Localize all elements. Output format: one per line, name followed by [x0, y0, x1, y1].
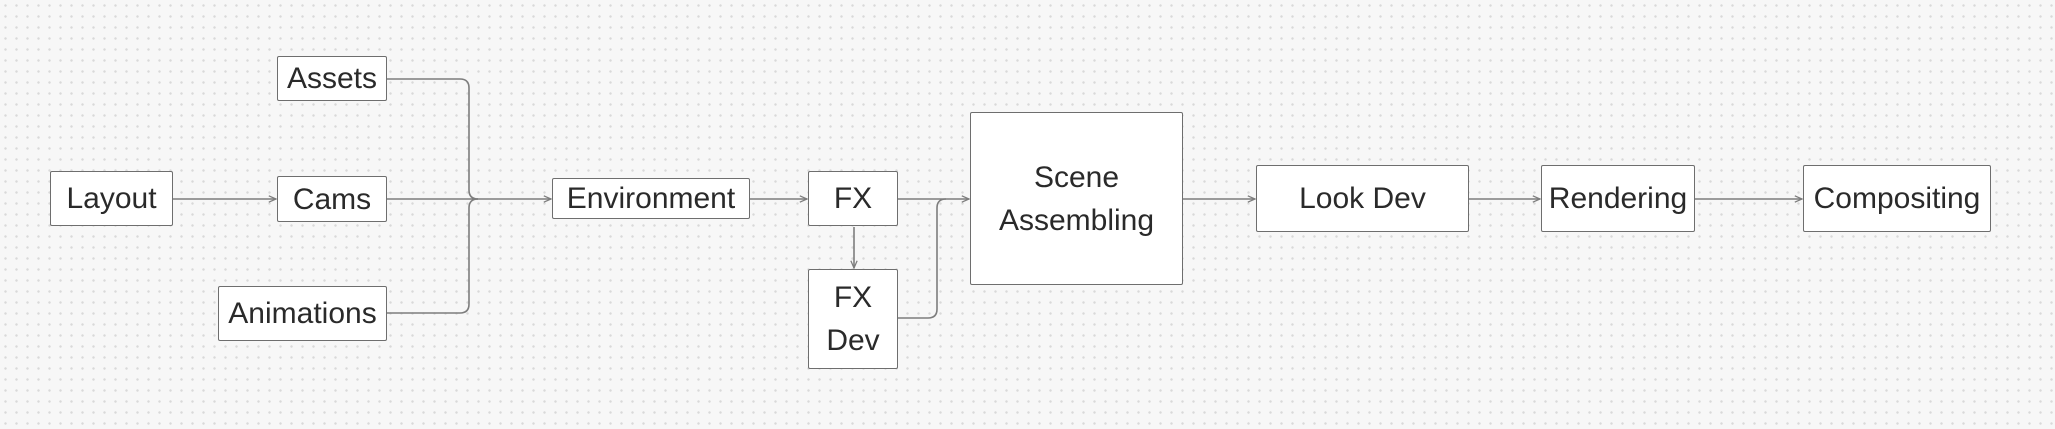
node-compositing-label: Compositing [1813, 182, 1981, 215]
edge-assets-to-environment [387, 78, 479, 200]
node-animations[interactable]: Animations [218, 286, 387, 341]
node-layout[interactable]: Layout [50, 171, 173, 226]
node-look-dev[interactable]: Look Dev [1256, 165, 1469, 232]
node-assets-label: Assets [286, 62, 378, 95]
node-scene-assembling[interactable]: Scene Assembling [970, 112, 1183, 285]
node-cams-label: Cams [292, 182, 372, 216]
node-look-dev-label: Look Dev [1299, 182, 1426, 215]
node-assets[interactable]: Assets [277, 56, 387, 101]
node-fx-dev[interactable]: FX Dev [808, 269, 898, 369]
node-environment[interactable]: Environment [552, 178, 750, 219]
node-fx[interactable]: FX [808, 171, 898, 226]
node-cams[interactable]: Cams [277, 176, 387, 222]
edge-animations-to-environment [387, 198, 479, 314]
node-animations-label: Animations [228, 297, 377, 330]
node-environment-label: Environment [566, 182, 736, 215]
node-fx-dev-label: FX Dev [826, 281, 880, 357]
node-rendering-label: Rendering [1548, 182, 1688, 215]
edge-fxdev-to-scene [898, 198, 947, 319]
node-compositing[interactable]: Compositing [1803, 165, 1991, 232]
node-fx-label: FX [833, 182, 873, 215]
node-rendering[interactable]: Rendering [1541, 165, 1695, 232]
node-layout-label: Layout [66, 182, 157, 215]
node-scene-assembling-label: Scene Assembling [998, 160, 1155, 237]
